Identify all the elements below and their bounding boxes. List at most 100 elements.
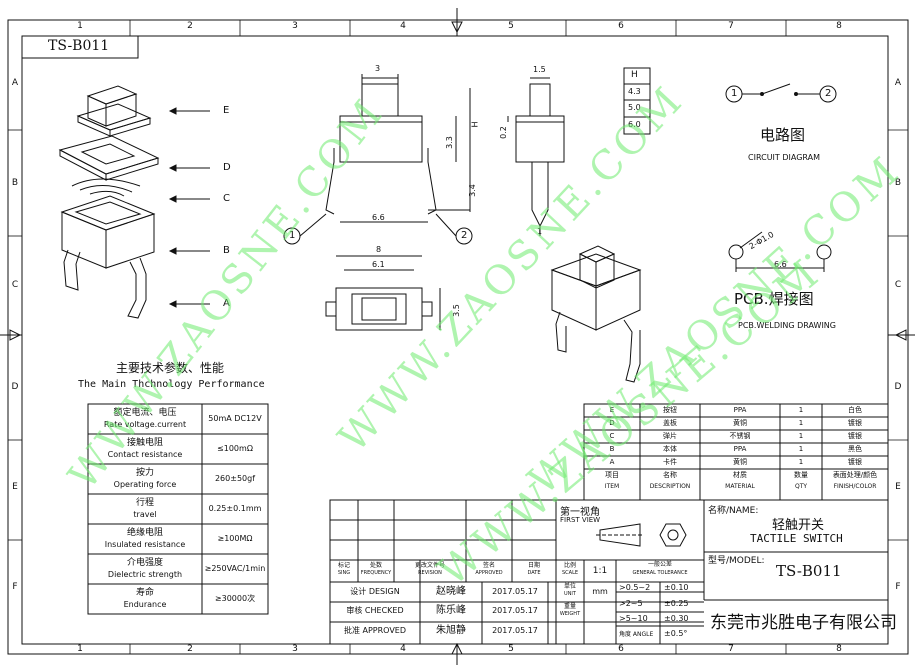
bom-material: 黄铜 (733, 419, 747, 427)
rev-header-rev-cn: 更改文件号 (414, 562, 445, 569)
circuit-title-cn: 电路图 (760, 126, 806, 144)
model-value: TS-B011 (776, 562, 842, 580)
rev-header-freq-cn: 处数 (369, 562, 382, 569)
grid-col-8-bottom: 8 (836, 644, 842, 654)
h-table-value: 4.3 (628, 87, 641, 96)
spec-value: ≥100MΩ (217, 534, 253, 543)
part-label-a: A (223, 298, 230, 309)
scale-value: 1:1 (592, 566, 608, 576)
part-label-e: E (223, 105, 230, 116)
grid-col-1-bottom: 1 (77, 644, 83, 654)
name-label: 名称/NAME: (708, 506, 759, 516)
h-table-value: 5.0 (628, 103, 641, 112)
grid-row-e-right: E (895, 482, 901, 492)
rev-header-appr-cn: 签名 (482, 562, 495, 569)
first-view-cn: 第一视角 (560, 507, 600, 518)
grid-col-7: 7 (728, 21, 734, 31)
tolerance-range: 角度 ANGLE (619, 631, 654, 638)
bom-material: PPA (733, 406, 747, 414)
grid-col-6: 6 (618, 21, 624, 31)
spec-value: ≤100mΩ (217, 444, 253, 453)
spec-name-cn: 寿命 (135, 588, 154, 598)
spec-value: ≥30000次 (214, 594, 256, 603)
bom-item: C (609, 432, 615, 440)
grid-col-7-bottom: 7 (728, 644, 734, 654)
spec-value: 0.25±0.1mm (208, 504, 262, 513)
weight-label-cn: 重量 (563, 603, 576, 610)
grid-row-a: A (11, 78, 19, 88)
tolerance-range: >5~10 (619, 614, 648, 623)
spec-title-en: The Main Thchnology Performance (78, 379, 265, 390)
tolerance-value: ±0.5° (664, 629, 688, 638)
bom-item: B (609, 445, 615, 453)
bom-header-material-en: MATERIAL (725, 483, 755, 490)
spec-name-en: Contact resistance (107, 450, 183, 459)
dim-pin-w: 1 (537, 227, 543, 236)
circuit-title-en: CIRCUIT DIAGRAM (748, 153, 820, 162)
bom-material: 黄铜 (733, 458, 747, 466)
unit-label-en: UNIT (564, 591, 576, 597)
tolerance-title-en: GENERAL TOLERANCE (632, 570, 688, 576)
terminal-2-label: 2 (461, 230, 468, 241)
pcb-title-en: PCB.WELDING DRAWING (738, 321, 836, 330)
bom-qty: 1 (798, 432, 804, 440)
first-view-en: FIRST VIEW (560, 516, 601, 524)
rev-header-sing-cn: 标记 (337, 562, 350, 569)
spec-name-cn: 按力 (135, 468, 154, 478)
h-table-value: 6.0 (628, 120, 641, 129)
spec-name-en: Rate voltage.current (103, 420, 187, 429)
grid-row-e: E (12, 482, 18, 492)
grid-col-4-bottom: 4 (400, 644, 406, 654)
spec-name-cn: 绝缘电阻 (126, 528, 163, 538)
signature-name: 朱旭静 (436, 625, 466, 636)
signature-name: 赵晓峰 (436, 586, 466, 597)
terminal-1-label: 1 (289, 230, 296, 241)
spec-name-en: Dielectric strength (107, 570, 183, 579)
spec-name-en: Operating force (113, 480, 177, 489)
signature-role: 设计 DESIGN (350, 587, 400, 596)
h-table-header: H (631, 70, 638, 80)
scale-label-en: SCALE (561, 570, 579, 576)
company-name: 东莞市兆胜电子有限公司 (710, 613, 897, 633)
signature-date: 2017.05.17 (492, 626, 538, 635)
part-label-c: C (223, 193, 230, 204)
unit-label-cn: 单位 (563, 583, 576, 590)
part-label-b: B (223, 245, 230, 256)
rev-header-appr-en: APPROVED (475, 570, 503, 576)
rev-header-freq-en: FREQUENCY (360, 570, 392, 576)
bom-name: 弹片 (663, 432, 677, 440)
signature-role: 批准 APPROVED (343, 626, 407, 635)
tolerance-value: ±0.30 (664, 614, 689, 623)
bom-name: 盖板 (663, 419, 677, 427)
signature-date: 2017.05.17 (492, 587, 538, 596)
scale-label-cn: 比例 (563, 562, 576, 569)
tolerance-value: ±0.25 (664, 599, 689, 608)
spec-value: 50mA DC12V (208, 414, 262, 423)
bom-item: D (609, 419, 615, 427)
grid-row-d-right: D (894, 382, 902, 392)
signature-role: 审核 CHECKED (346, 606, 404, 615)
grid-row-b-right: B (894, 178, 902, 188)
grid-col-2-bottom: 2 (187, 644, 193, 654)
spec-value: ≥250VAC/1min (204, 564, 266, 573)
grid-row-b: B (11, 178, 19, 188)
unit-value: mm (592, 587, 608, 596)
dim-body-w: 6.1 (372, 260, 385, 269)
grid-col-2: 2 (187, 21, 193, 31)
bom-qty: 1 (798, 419, 804, 427)
product-name-en: TACTILE SWITCH (750, 532, 843, 545)
bom-header-name-cn: 名称 (663, 471, 677, 479)
pcb-title-cn: PCB.焊接图 (734, 290, 814, 308)
circuit-terminal-1: 1 (731, 88, 738, 99)
bom-finish: 镀银 (848, 419, 862, 427)
spec-name-en: Endurance (123, 600, 167, 609)
dim-pcb-pitch: 6.6 (774, 260, 787, 269)
spec-name-cn: 额定电流、电压 (113, 408, 177, 418)
grid-col-3-bottom: 3 (292, 644, 298, 654)
bom-header-finish-en: FINISH/COLOR (833, 483, 877, 490)
rev-header-date-cn: 日期 (527, 562, 540, 569)
